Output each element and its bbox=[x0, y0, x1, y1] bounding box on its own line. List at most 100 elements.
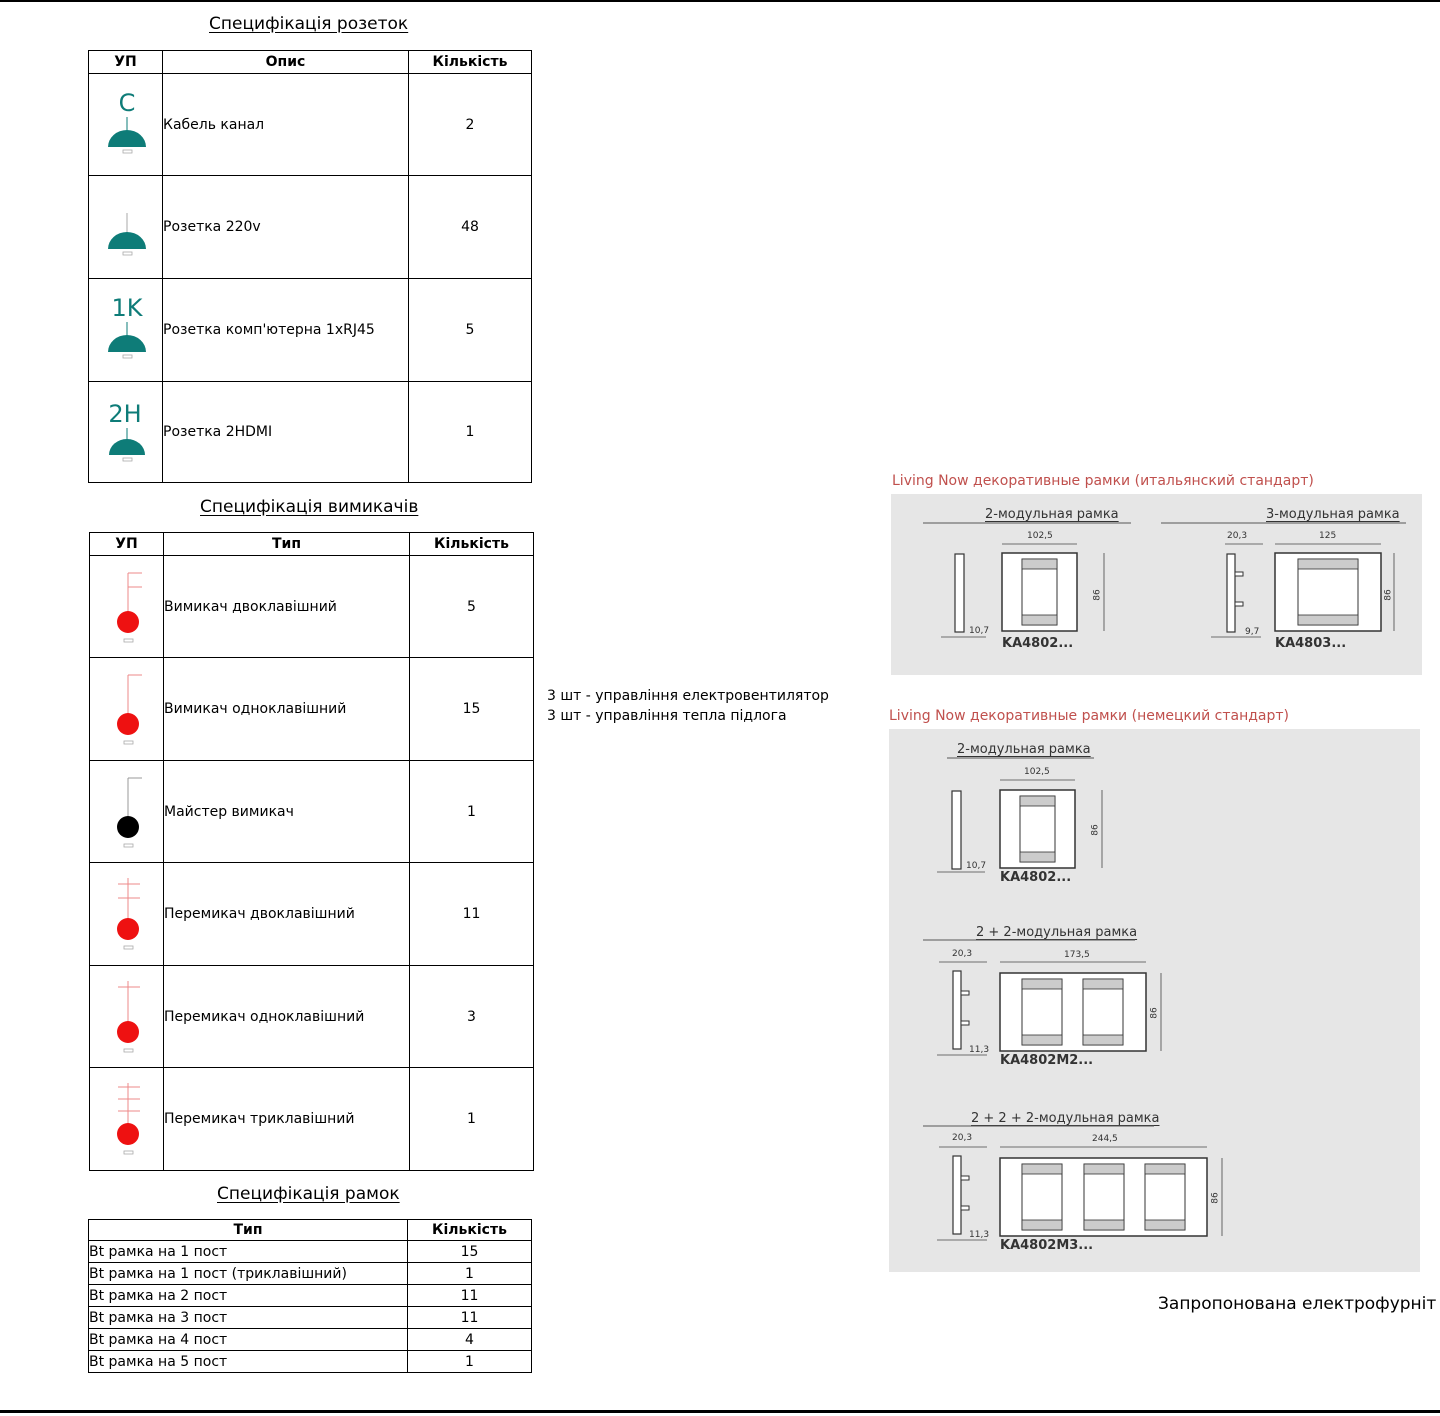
switch-row: Перемикач триклавішний 1 bbox=[89, 1067, 534, 1171]
frame-qty: 1 bbox=[407, 1350, 532, 1373]
frame-qty: 4 bbox=[407, 1328, 532, 1351]
frame-type: Bt рамка на 3 пост bbox=[88, 1306, 408, 1329]
italian-catalog-title: Living Now декоративные рамки (итальянск… bbox=[892, 473, 1314, 489]
frame-qty: 11 bbox=[407, 1284, 532, 1307]
socket-code: C bbox=[119, 89, 136, 117]
switch-symbol bbox=[89, 1067, 164, 1171]
switch-symbol bbox=[89, 965, 164, 1068]
switch-qty: 1 bbox=[409, 760, 534, 863]
frame-qty: 11 bbox=[407, 1306, 532, 1329]
dimension-width: 102,5 bbox=[1027, 531, 1053, 541]
frame-row: Bt рамка на 2 пост 11 bbox=[88, 1284, 532, 1307]
dimension-width: 125 bbox=[1319, 531, 1337, 541]
single-switch-icon bbox=[117, 674, 142, 745]
master-switch-icon bbox=[117, 777, 142, 847]
switch-symbol bbox=[89, 555, 164, 658]
switch-note-line: 3 шт - управління електровентилятор bbox=[547, 688, 829, 704]
socket-desc: Розетка комп'ютерна 1xRJ45 bbox=[162, 278, 409, 382]
dimension-width: 173,5 bbox=[1064, 950, 1090, 960]
socket-2h-icon: 2H bbox=[108, 400, 145, 462]
switch-desc: Вимикач одноклавішний bbox=[163, 657, 410, 761]
col-symbol-header: УП bbox=[88, 50, 163, 74]
dimension-width: 102,5 bbox=[1024, 767, 1050, 777]
col-type-header: Тип bbox=[88, 1219, 408, 1241]
frame-row: Bt рамка на 5 пост 1 bbox=[88, 1350, 532, 1373]
sockets-title: Специфікація розеток bbox=[209, 14, 409, 34]
switch-row: Майстер вимикач 1 bbox=[89, 760, 534, 863]
socket-row: 1K Розетка комп'ютерна 1xRJ45 5 bbox=[88, 278, 532, 382]
switch-row: Перемикач одноклавішний 3 bbox=[89, 965, 534, 1068]
switches-title: Специфікація вимикачів bbox=[200, 497, 419, 517]
socket-row: C Кабель канал 2 bbox=[88, 73, 532, 176]
frame-label: 2-модульная рамка bbox=[985, 507, 1119, 522]
switch-desc: Перемикач триклавішний bbox=[163, 1067, 410, 1171]
product-code: KA4802M2... bbox=[1000, 1053, 1094, 1068]
sockets-header-row: УП Опис Кількість bbox=[88, 50, 532, 74]
sockets-table: УП Опис Кількість C Кабель канал 2 Розет… bbox=[88, 50, 532, 483]
dimension-width: 244,5 bbox=[1092, 1134, 1118, 1144]
dimension-depth: 11,3 bbox=[969, 1045, 990, 1055]
switch-desc: Вимикач двоклавішний bbox=[163, 555, 410, 658]
switch-qty: 3 bbox=[409, 965, 534, 1068]
socket-desc: Розетка 2HDMI bbox=[162, 381, 409, 483]
fittings-title: Запропонована електрофурніт bbox=[1158, 1294, 1437, 1314]
switch-qty: 5 bbox=[409, 555, 534, 658]
socket-row: 2H Розетка 2HDMI 1 bbox=[88, 381, 532, 483]
switch-row: Перемикач двоклавішний 11 bbox=[89, 862, 534, 966]
socket-220v-icon bbox=[108, 213, 146, 256]
socket-code: 2H bbox=[108, 400, 141, 428]
socket-code: 1K bbox=[111, 294, 143, 322]
frame-qty: 15 bbox=[407, 1240, 532, 1263]
switch-qty: 15 bbox=[409, 657, 534, 761]
german-catalog-title: Living Now декоративные рамки (немецкий … bbox=[889, 708, 1289, 724]
product-code: KA4803... bbox=[1275, 636, 1347, 651]
socket-qty: 2 bbox=[408, 73, 532, 176]
socket-c-icon: C bbox=[108, 89, 146, 153]
triple-changeover-switch-icon bbox=[117, 1083, 140, 1155]
dimension-height: 86 bbox=[1090, 824, 1101, 836]
dimension-depth: 11,3 bbox=[969, 1230, 990, 1240]
switch-desc: Майстер вимикач bbox=[163, 760, 410, 863]
col-qty-header: Кількість bbox=[408, 50, 532, 74]
socket-qty: 48 bbox=[408, 175, 532, 279]
switches-header-row: УП Тип Кількість bbox=[89, 532, 534, 556]
switch-qty: 1 bbox=[409, 1067, 534, 1171]
socket-symbol: C bbox=[88, 73, 163, 176]
frame-label: 2-модульная рамка bbox=[957, 742, 1091, 757]
german-frames-drawing bbox=[923, 757, 1223, 1241]
frames-title: Специфікація рамок bbox=[217, 1184, 400, 1204]
italian-catalog-panel: 2-модульная рамка 3-модульная рамка 102,… bbox=[891, 494, 1422, 675]
frame-row: Bt рамка на 4 пост 4 bbox=[88, 1328, 532, 1351]
bottom-border bbox=[0, 1410, 1440, 1413]
col-type-header: Тип bbox=[163, 532, 410, 556]
top-border bbox=[0, 0, 1440, 2]
socket-row: Розетка 220v 48 bbox=[88, 175, 532, 279]
dimension-height: 86 bbox=[1383, 589, 1394, 601]
col-qty-header: Кількість bbox=[409, 532, 534, 556]
dimension-offset: 20,3 bbox=[952, 949, 973, 959]
socket-symbol: 1K bbox=[88, 278, 163, 382]
switch-row: Вимикач двоклавішний 5 bbox=[89, 555, 534, 658]
frame-label: 2 + 2-модульная рамка bbox=[976, 925, 1138, 940]
dimension-depth: 10,7 bbox=[966, 861, 987, 871]
german-catalog-panel: 2-модульная рамка 2 + 2-модульная рамка … bbox=[889, 729, 1420, 1272]
switch-note: 3 шт - управління електровентилятор 3 шт… bbox=[547, 686, 829, 726]
frame-type: Bt рамка на 4 пост bbox=[88, 1328, 408, 1351]
italian-frames-drawing bbox=[923, 522, 1406, 638]
socket-symbol bbox=[88, 175, 163, 279]
frame-row: Bt рамка на 3 пост 11 bbox=[88, 1306, 532, 1329]
switch-qty: 11 bbox=[409, 862, 534, 966]
frame-type: Bt рамка на 2 пост bbox=[88, 1284, 408, 1307]
socket-symbol: 2H bbox=[88, 381, 163, 483]
switches-table: УП Тип Кількість Вимикач двоклавішний 5 bbox=[89, 532, 534, 1171]
dimension-height: 86 bbox=[1149, 1007, 1160, 1019]
switch-desc: Перемикач двоклавішний bbox=[163, 862, 410, 966]
frame-type: Bt рамка на 5 пост bbox=[88, 1350, 408, 1373]
dimension-depth: 10,7 bbox=[969, 626, 990, 636]
dimension-height: 86 bbox=[1210, 1192, 1221, 1204]
switch-row: Вимикач одноклавішний 15 bbox=[89, 657, 534, 761]
socket-desc: Кабель канал bbox=[162, 73, 409, 176]
frame-type: Bt рамка на 1 пост (триклавішний) bbox=[88, 1262, 408, 1285]
col-qty-header: Кількість bbox=[407, 1219, 532, 1241]
frame-qty: 1 bbox=[407, 1262, 532, 1285]
